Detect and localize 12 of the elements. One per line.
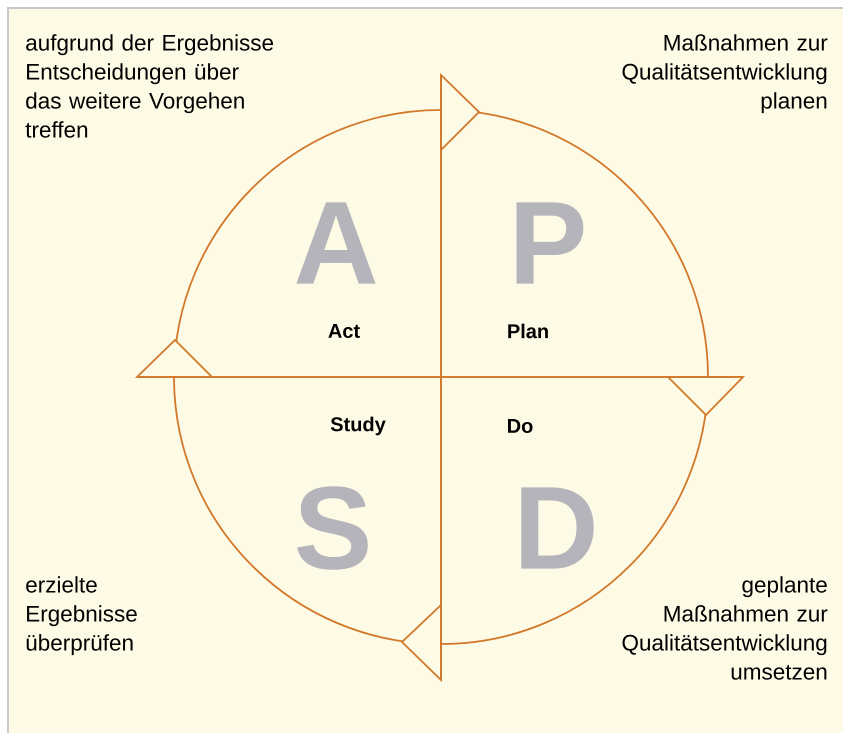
step-description: aufgrund der Ergebnisse Entscheidungen über das weitere Vorgehen treffen — [26, 34, 274, 138]
phase-letter: S — [297, 486, 368, 570]
step-description: Maßnahmen zur Qualitätsentwicklung planen — [622, 34, 828, 114]
phase-letter: P — [516, 202, 584, 284]
phase-label: Do — [508, 419, 533, 433]
step-description: erzielte Ergebnisse überprüfen — [26, 576, 137, 656]
step-description: geplante Maßnahmen zur Qualitätsentwicklung umsetzen — [622, 576, 828, 680]
phase-label: Study — [330, 416, 386, 436]
phase-letter: A — [296, 202, 376, 284]
phase-letter: D — [521, 487, 594, 569]
phase-label: Plan — [508, 324, 548, 338]
phase-label: Act — [328, 324, 360, 338]
